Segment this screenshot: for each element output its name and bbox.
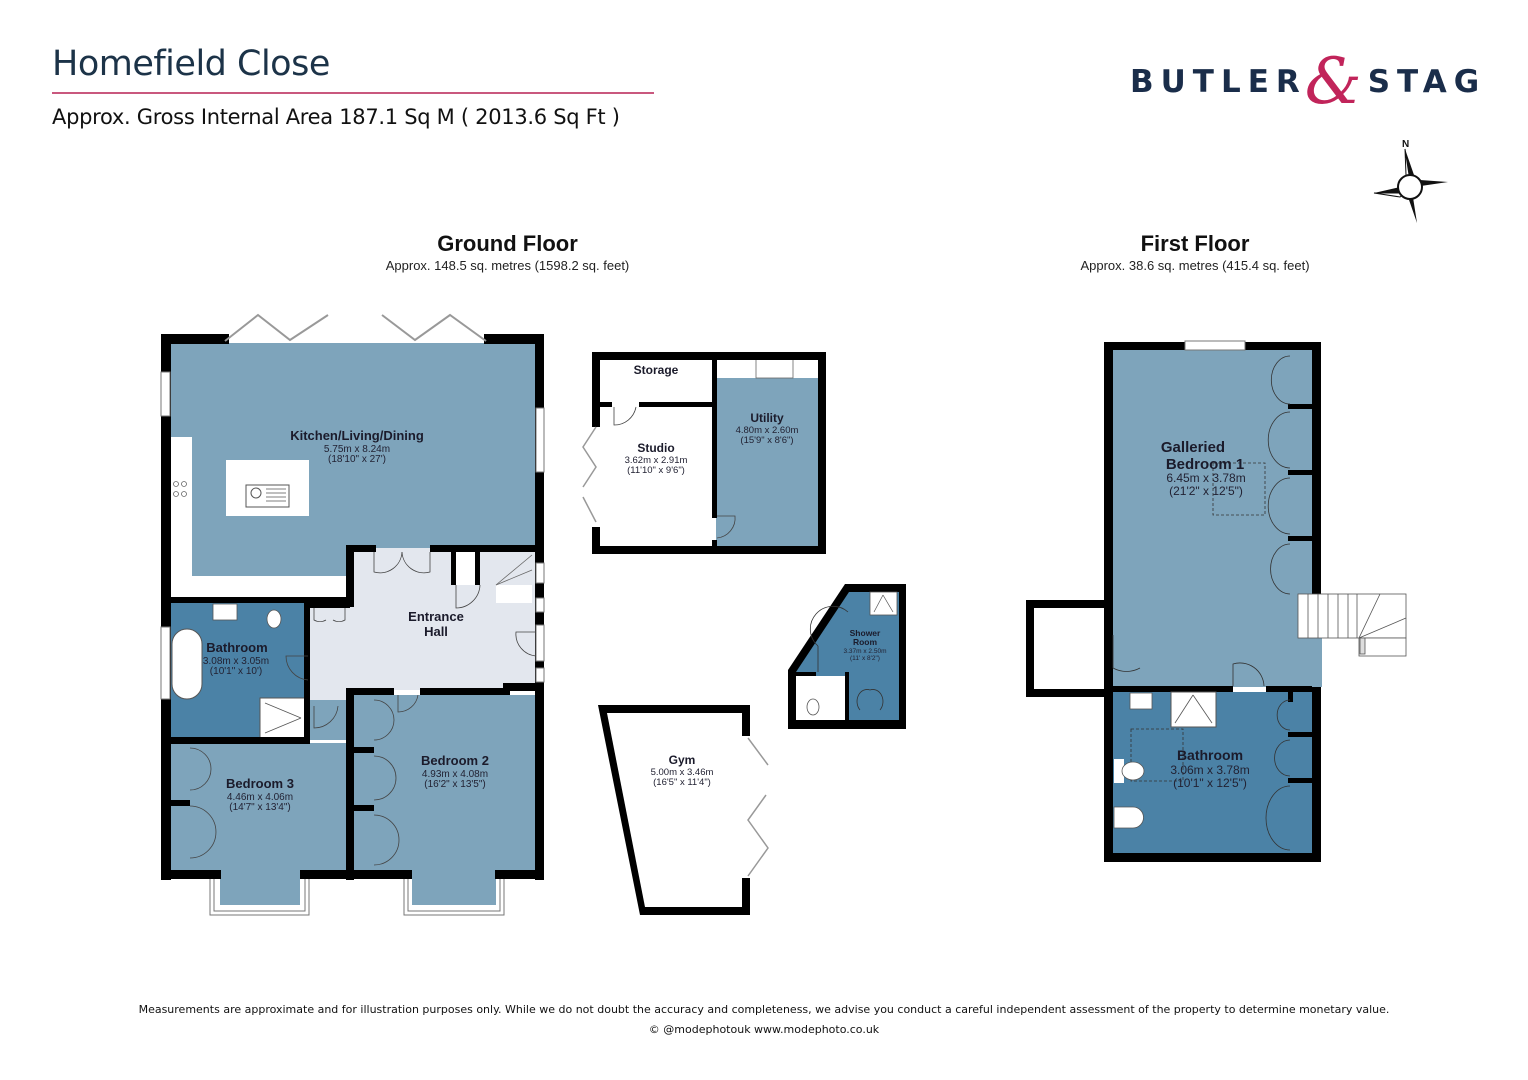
ff-toilet-icon: [1121, 761, 1145, 781]
entrance-hall-floor-area: [310, 548, 536, 700]
ground-floor-plan: Kitchen/Living/Dining 5.75m x 8.24m (18'…: [160, 313, 545, 916]
stairs-icon: [496, 585, 532, 603]
hob-icon: [173, 481, 187, 497]
studio-dimensions-imperial: (11'10" x 9'6"): [627, 465, 685, 476]
utility-dimensions-imperial: (15'9" x 8'6"): [740, 435, 793, 446]
skylight-window: [1184, 340, 1246, 351]
logo-word-stag: STAG: [1367, 64, 1487, 100]
agency-logo: BUTLER & STAG: [1130, 45, 1487, 119]
first-floor-area: Approx. 38.6 sq. metres (415.4 sq. feet): [1080, 258, 1310, 273]
property-title: Homefield Close: [52, 44, 330, 84]
photographer-credit: © @modephotouk www.modephoto.co.uk: [648, 1023, 880, 1036]
kitchen-label: Kitchen/Living/Dining: [290, 428, 424, 443]
door-swings: [189, 551, 537, 866]
gross-internal-area: Approx. Gross Internal Area 187.1 Sq M (…: [52, 105, 620, 129]
logo-ampersand: &: [1304, 45, 1362, 119]
entrance-hall-label-line1: Entrance: [408, 609, 464, 624]
bedroom2-label: Bedroom 2: [421, 753, 489, 768]
bedroom3-label: Bedroom 3: [226, 776, 294, 791]
outbuilding-studio-utility: Storage Studio 3.62m x 2.91m (11'10" x 9…: [582, 352, 826, 554]
toilet-icon: [266, 609, 282, 629]
studio-dimensions-metric: 3.62m x 2.91m: [625, 455, 688, 466]
shower-room-dimensions-imperial: (11' x 8'2"): [850, 655, 880, 662]
ff-bathroom-label: Bathroom: [1177, 747, 1243, 763]
kitchen-island: [226, 460, 309, 516]
logo-word-butler: BUTLER: [1130, 64, 1307, 100]
galleried-bedroom1-floor-area: [1113, 349, 1312, 687]
first-floor-plan: Galleried Bedroom 1 6.45m x 3.78m (21'2"…: [1026, 340, 1407, 862]
gym-dimensions-imperial: (16'5" x 11'4"): [653, 777, 711, 788]
basin-icon: [212, 603, 238, 621]
utility-floor-area: [716, 378, 818, 546]
bedroom2-dimensions-imperial: (16'2" x 13'5"): [424, 779, 486, 790]
storage-label: Storage: [634, 363, 679, 377]
bedroom3-floor-area: [170, 743, 350, 905]
shower-room-label-line1: Shower: [850, 628, 881, 638]
ff-bathroom-dimensions-imperial: (10'1" x 12'5"): [1173, 776, 1247, 790]
kitchen-counter: [170, 437, 350, 601]
utility-label: Utility: [750, 411, 784, 425]
gym-dimensions-metric: 5.00m x 3.46m: [651, 767, 714, 778]
loft-hatch-outline: [1212, 462, 1266, 516]
bedroom2-dimensions-metric: 4.93m x 4.08m: [422, 769, 488, 780]
sink-icon: [245, 484, 290, 508]
kitchen-dimensions-metric: 5.75m x 8.24m: [324, 444, 390, 455]
shower-room-label-line2: Room: [853, 637, 878, 647]
title-divider: [52, 92, 654, 94]
bathtub-icon: [171, 628, 203, 700]
gym-label: Gym: [669, 753, 696, 767]
entrance-hall-label-line2: Hall: [424, 624, 448, 639]
bedroom1-dimensions-metric: 6.45m x 3.78m: [1166, 471, 1245, 485]
bedroom1-dimensions-imperial: (21'2" x 12'5"): [1169, 484, 1243, 498]
studio-label: Studio: [637, 441, 674, 455]
bedroom3-dimensions-metric: 4.46m x 4.06m: [227, 792, 293, 803]
first-floor-walls: [1026, 342, 1321, 862]
first-floor-heading: First Floor Approx. 38.6 sq. metres (415…: [1040, 231, 1350, 273]
bathroom-ceiling-outline: [1130, 728, 1184, 782]
outbuilding-shower-room: Shower Room 3.37m x 2.50m (11' x 8'2"): [788, 584, 906, 729]
disclaimer-text: Measurements are approximate and for ill…: [138, 1003, 1390, 1016]
compass-rose-icon: N: [1373, 139, 1448, 223]
first-floor-title: First Floor: [1140, 231, 1250, 256]
shower-room-dimensions-metric: 3.37m x 2.50m: [844, 648, 887, 655]
ff-shower-tray-icon: [1170, 691, 1217, 728]
bedroom1-label-line2: Bedroom 1: [1166, 456, 1244, 473]
compass-north-label: N: [1402, 139, 1409, 150]
ground-floor-area: Approx. 148.5 sq. metres (1598.2 sq. fee…: [385, 258, 630, 273]
bedroom2-floor-area: [354, 695, 536, 905]
utility-dimensions-metric: 4.80m x 2.60m: [736, 425, 799, 436]
bedroom1-label-line1: Galleried: [1161, 439, 1225, 456]
bifold-doors: [224, 313, 487, 342]
first-floor-stairs-icon: [1297, 593, 1407, 657]
ground-floor-heading: Ground Floor Approx. 148.5 sq. metres (1…: [350, 231, 665, 273]
bay-windows: [209, 879, 505, 916]
gf-bathroom-dimensions-imperial: (10'1" x 10'): [210, 666, 262, 677]
gf-bathroom-dimensions-metric: 3.08m x 3.05m: [203, 656, 269, 667]
bedroom3-dimensions-imperial: (14'7" x 13'4"): [229, 802, 291, 813]
kitchen-dimensions-imperial: (18'10" x 27'): [328, 454, 386, 465]
windows: [160, 371, 545, 700]
ff-bidet-icon: [1113, 806, 1144, 829]
gf-bathroom-label: Bathroom: [206, 640, 267, 655]
ground-floor-title: Ground Floor: [437, 231, 578, 256]
outbuilding-gym: Gym 5.00m x 3.46m (16'5" x 11'4"): [598, 705, 769, 915]
ff-basin-icon: [1129, 692, 1153, 710]
utility-sink-icon: [755, 358, 794, 379]
ff-bathroom-dimensions-metric: 3.06m x 3.78m: [1170, 763, 1249, 777]
